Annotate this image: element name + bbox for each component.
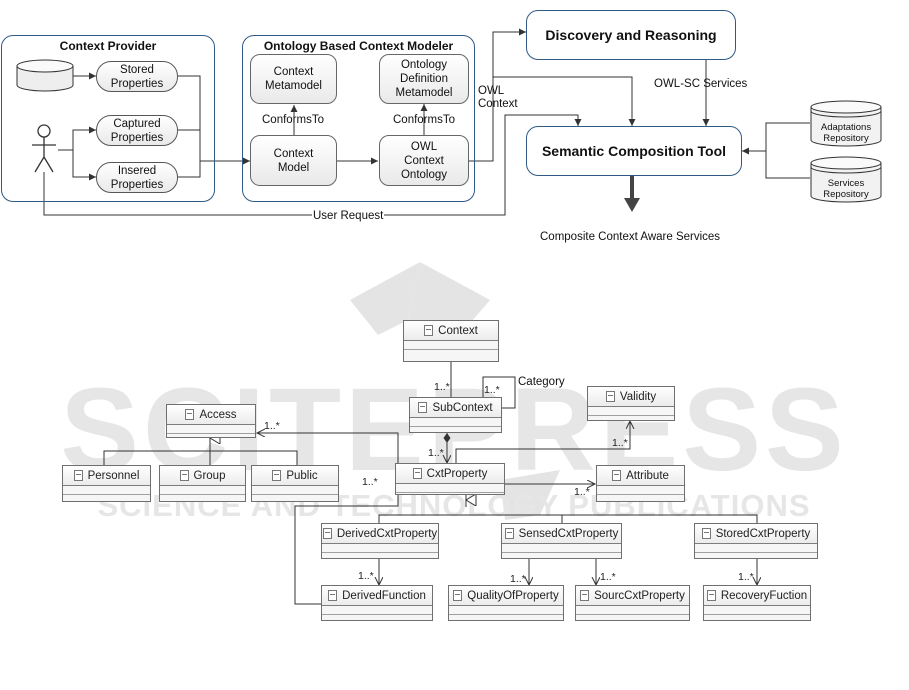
owl-context-label: OWL Context [478,85,518,110]
class-name: Public [286,469,318,482]
multiplicity-subcontext-cxtproperty: 1..* [428,447,444,459]
uml-class-derivedfunction[interactable]: DerivedFunction [321,585,433,621]
class-icon [185,409,195,420]
class-name: DerivedFunction [342,589,426,602]
class-name: QualityOfProperty [467,589,559,602]
category-label: Category [518,376,565,388]
uml-class-sensedcxtproperty[interactable]: SensedCxtProperty [501,523,622,559]
user-actor-icon [32,124,56,173]
uml-class-storedcxtproperty[interactable]: StoredCxtProperty [694,523,818,559]
user-request-label: User Request [312,210,385,223]
context-metamodel-node[interactable]: Context Metamodel [250,54,337,104]
class-icon [612,470,622,481]
class-icon [73,470,83,481]
class-name: Context [438,324,478,337]
multiplicity-qualityofproperty: 1..* [510,573,526,585]
class-icon [418,402,428,413]
uml-class-group[interactable]: Group [159,465,246,502]
class-name: CxtProperty [426,467,488,480]
class-name: Attribute [626,469,669,482]
uml-class-qualityofproperty[interactable]: QualityOfProperty [448,585,564,621]
class-name: DerivedCxtProperty [336,527,438,540]
uml-class-derivedcxtproperty[interactable]: DerivedCxtProperty [321,523,439,559]
class-name: Personnel [87,469,140,482]
class-icon [322,528,332,539]
uml-class-personnel[interactable]: Personnel [62,465,151,502]
class-name: SubContext [432,401,493,414]
class-icon [424,325,434,336]
context-model-node[interactable]: Context Model [250,135,337,186]
adaptations-database-icon [810,100,882,147]
uml-class-attribute[interactable]: Attribute [596,465,685,502]
multiplicity-cxtproperty-left: 1..* [362,476,378,488]
multiplicity-validity: 1..* [612,437,628,449]
context-provider-title: Context Provider [59,39,157,53]
stored-properties-node[interactable]: Stored Properties [96,61,178,92]
services-repository-node[interactable]: Services Repository [810,156,882,204]
class-name: SensedCxtProperty [518,527,619,540]
output-arrow-head [624,198,640,212]
class-icon [701,528,711,539]
class-icon [706,590,716,601]
class-icon [412,468,422,479]
uml-class-cxtproperty[interactable]: CxtProperty [395,463,505,495]
ontology-modeler-title: Ontology Based Context Modeler [263,39,454,53]
class-icon [272,470,282,481]
multiplicity-derivedfunction: 1..* [358,570,374,582]
class-name: StoredCxtProperty [715,527,811,540]
multiplicity-access: 1..* [264,420,280,432]
uml-class-public[interactable]: Public [251,465,339,502]
class-icon [504,528,514,539]
class-icon [179,470,189,481]
owl-context-ontology-node[interactable]: OWL Context Ontology [379,135,469,186]
uml-class-sourccxtproperty[interactable]: SourcCxtProperty [575,585,690,621]
services-repository-label: Services Repository [823,178,869,200]
adaptations-repository-node[interactable]: Adaptations Repository [810,100,882,148]
multiplicity-sourccxtproperty: 1..* [600,571,616,583]
captured-properties-node[interactable]: Captured Properties [96,115,178,146]
class-name: Group [193,469,226,482]
ontology-modeler-group: Ontology Based Context Modeler [242,35,475,202]
uml-class-access[interactable]: Access [166,404,256,438]
uml-class-subcontext[interactable]: SubContext [409,397,502,433]
class-name: Validity [619,390,657,403]
class-name: SourcCxtProperty [594,589,685,602]
insered-properties-node[interactable]: Insered Properties [96,162,178,193]
discovery-reasoning-box[interactable]: Discovery and Reasoning [526,10,736,60]
owl-sc-services-label: OWL-SC Services [654,78,748,90]
uml-class-recoveryfuction[interactable]: RecoveryFuction [703,585,811,621]
conforms-to-left-label: ConformsTo [262,114,324,126]
conforms-to-right-label: ConformsTo [393,114,455,126]
composite-services-label: Composite Context Aware Services [540,231,721,243]
class-name: RecoveryFuction [720,589,808,602]
context-provider-group: Context Provider [1,35,215,202]
class-icon [453,590,463,601]
watermark-shape-3 [500,470,560,520]
class-icon [580,590,590,601]
watermark-shape-2 [408,262,490,335]
multiplicity-context-subcontext: 1..* [434,381,450,393]
multiplicity-recoveryfuction: 1..* [738,571,754,583]
ontology-definition-metamodel-node[interactable]: Ontology Definition Metamodel [379,54,469,104]
class-icon [605,391,615,402]
multiplicity-category: 1..* [484,384,500,396]
stored-database-icon [16,59,74,92]
uml-class-validity[interactable]: Validity [587,386,675,421]
class-icon [328,590,338,601]
services-database-icon [810,156,882,203]
multiplicity-attribute: 1..* [574,486,590,498]
uml-class-context[interactable]: Context [403,320,499,362]
adaptations-repository-label: Adaptations Repository [820,122,872,144]
semantic-composition-tool-box[interactable]: Semantic Composition Tool [526,126,742,176]
class-name: Access [199,408,237,421]
watermark-shape-1 [350,262,420,335]
